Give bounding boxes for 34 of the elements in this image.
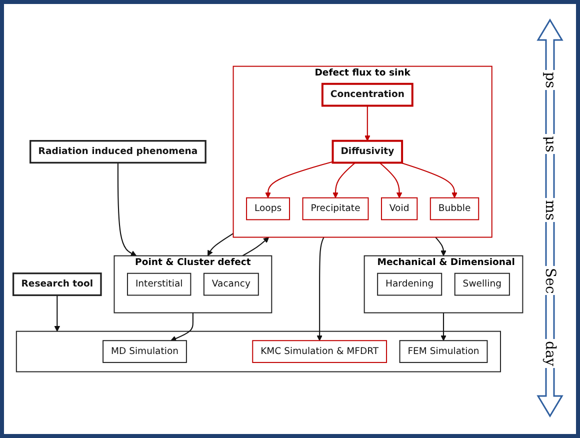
arrow bbox=[332, 162, 356, 198]
timescale-label: Sec bbox=[542, 266, 558, 296]
node-box: Hardening bbox=[377, 272, 442, 296]
arrow bbox=[242, 236, 270, 256]
arrow bbox=[117, 162, 137, 256]
arrow bbox=[435, 236, 446, 256]
arrow bbox=[440, 312, 446, 341]
node-box: Interstitial bbox=[126, 272, 192, 296]
node-box: Radiation induced phenomena bbox=[30, 140, 206, 164]
cluster bbox=[16, 330, 501, 372]
arrow bbox=[379, 162, 402, 198]
node-box: Concentration bbox=[321, 82, 414, 107]
timescale-label: μs bbox=[542, 134, 558, 154]
node-box: Swelling bbox=[454, 272, 510, 296]
node-box: Vacancy bbox=[203, 272, 259, 296]
timescale-label: ms bbox=[542, 198, 558, 222]
node-box: Research tool bbox=[12, 272, 102, 296]
arrow bbox=[400, 162, 458, 198]
node-box: Void bbox=[380, 197, 418, 220]
node-box: FEM Simulation bbox=[399, 340, 488, 363]
node-box: KMC Simulation & MFDRT bbox=[252, 340, 388, 363]
node-box: Loops bbox=[246, 197, 290, 220]
arrow bbox=[364, 106, 370, 142]
arrow bbox=[54, 295, 60, 332]
arrow bbox=[265, 161, 333, 198]
arrow bbox=[316, 237, 324, 341]
arrow bbox=[170, 312, 194, 342]
node-box: Bubble bbox=[430, 197, 480, 220]
arrow bbox=[208, 233, 234, 256]
timescale-label: day bbox=[542, 338, 558, 368]
node-box: Diffusivity bbox=[332, 140, 404, 164]
node-box: MD Simulation bbox=[102, 340, 187, 363]
node-box: Precipitate bbox=[302, 197, 369, 220]
timescale-label: ps bbox=[542, 70, 558, 90]
